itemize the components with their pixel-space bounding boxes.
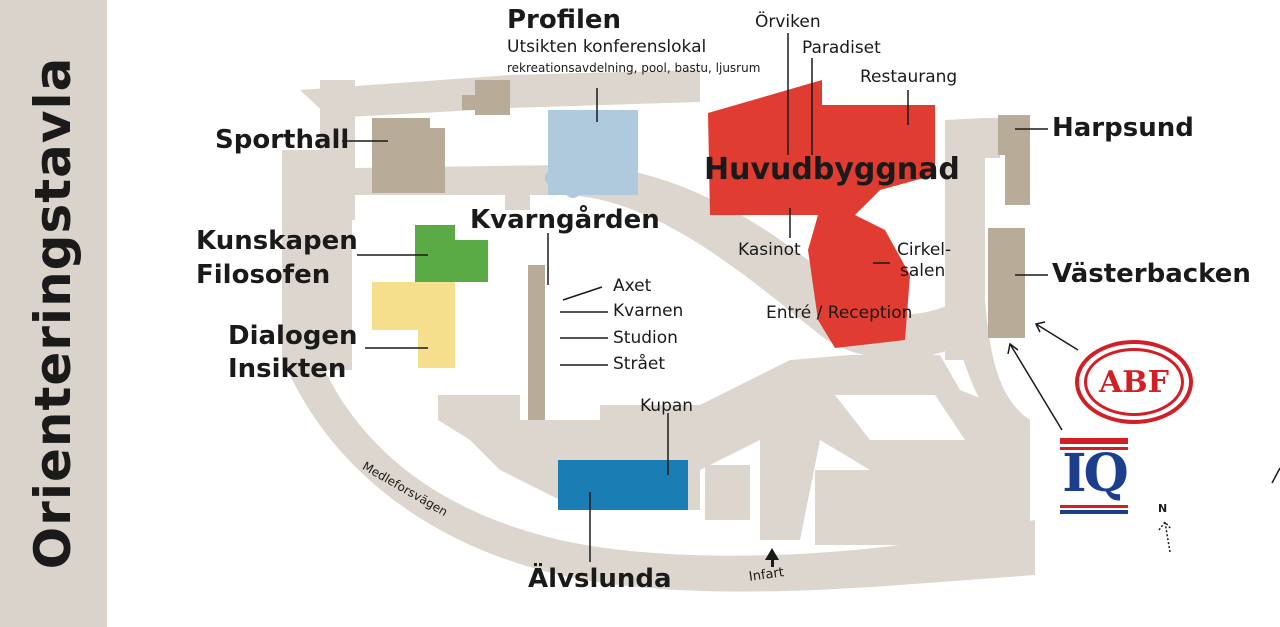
lawn-islands bbox=[835, 395, 965, 440]
building-sporthall bbox=[372, 118, 445, 193]
road-west-block bbox=[282, 150, 352, 370]
label-profilen: Profilen bbox=[507, 5, 622, 35]
road-center-spur bbox=[760, 440, 820, 540]
logo-arrows bbox=[1007, 321, 1280, 484]
label-profilen-line2: rekreationsavdelning, pool, bastu, ljusr… bbox=[507, 61, 761, 75]
abf-logo-text: ABF bbox=[1084, 348, 1184, 416]
building-small-north-2 bbox=[475, 80, 510, 115]
compass-shaft bbox=[1164, 521, 1171, 553]
arrow-edge bbox=[1271, 467, 1280, 484]
label-harpsund: Harpsund bbox=[1052, 113, 1194, 143]
label-kvarngarden: Kvarngården bbox=[470, 205, 660, 235]
iq-logo-text: IQ bbox=[1062, 443, 1129, 504]
label-kvarnen: Kvarnen bbox=[613, 301, 684, 321]
building-dialogen bbox=[372, 282, 455, 368]
building-kvarngarden-main bbox=[528, 265, 545, 420]
building-small-north bbox=[462, 95, 477, 110]
label-straet: Strået bbox=[613, 354, 665, 374]
infart-arrow bbox=[765, 548, 779, 567]
road-kvarngarden-ring bbox=[352, 164, 960, 359]
line-axet bbox=[562, 286, 603, 301]
label-studion: Studion bbox=[613, 328, 678, 348]
compass-head bbox=[1158, 520, 1172, 531]
building-profilen bbox=[545, 110, 638, 198]
label-kasinot: Kasinot bbox=[738, 240, 801, 260]
label-alvslunda: Älvslunda bbox=[528, 564, 672, 594]
leader-lines bbox=[342, 33, 1048, 562]
label-paradiset: Paradiset bbox=[802, 38, 881, 58]
label-kunskapen: Kunskapen bbox=[196, 226, 358, 256]
label-vasterbacken: Västerbacken bbox=[1052, 259, 1251, 289]
iq-logo-bar-top-thin bbox=[1060, 447, 1128, 450]
iq-logo-bar-bottom bbox=[1060, 505, 1128, 508]
road-harpsund-stub bbox=[985, 118, 1000, 158]
buildings bbox=[372, 80, 1030, 420]
building-vasterbacken bbox=[988, 228, 1025, 338]
road-south-block bbox=[705, 465, 750, 520]
label-insikten: Insikten bbox=[228, 354, 347, 384]
label-orviken: Örviken bbox=[755, 12, 821, 32]
road-southeast-block bbox=[815, 470, 1030, 545]
label-kupan: Kupan bbox=[640, 396, 694, 416]
label-sporthall: Sporthall bbox=[215, 125, 350, 155]
arrow-abf bbox=[1035, 323, 1079, 351]
building-kunskapen bbox=[415, 225, 488, 282]
arrow-iq-head bbox=[1007, 342, 1019, 355]
road-medleforsvagen bbox=[283, 360, 1035, 592]
profilen-annex-1 bbox=[545, 170, 561, 186]
label-cirkelsalen-2: salen bbox=[900, 261, 946, 281]
road-east-vertical bbox=[945, 118, 985, 360]
iq-logo: IQ bbox=[1060, 438, 1129, 514]
label-restaurang: Restaurang bbox=[860, 67, 958, 87]
infart-arrow-head bbox=[765, 548, 779, 560]
building-huvudbyggnad bbox=[708, 80, 935, 348]
iq-logo-bar-bottom-blue bbox=[1060, 510, 1128, 514]
infart-arrow-shaft bbox=[771, 556, 774, 567]
arrow-iq bbox=[1009, 343, 1063, 431]
compass-north-label: N bbox=[1158, 502, 1168, 515]
profilen-annex-2 bbox=[565, 182, 581, 198]
label-entre-reception: Entré / Reception bbox=[766, 303, 913, 323]
label-profilen-line1: Utsikten konferenslokal bbox=[507, 37, 707, 57]
arrow-abf-head bbox=[1034, 321, 1046, 333]
profilen-shape bbox=[548, 110, 638, 195]
label-dialogen: Dialogen bbox=[228, 321, 358, 351]
label-filosofen: Filosofen bbox=[196, 260, 331, 290]
iq-logo-bar-top bbox=[1060, 438, 1128, 444]
sidebar: Orienteringstavla bbox=[0, 0, 107, 627]
road-east-diagonal bbox=[955, 300, 1030, 455]
label-huvudbyggnad: Huvudbyggnad bbox=[704, 152, 960, 187]
label-axet: Axet bbox=[613, 276, 652, 296]
compass bbox=[1158, 520, 1172, 553]
abf-logo: ABF bbox=[1075, 340, 1193, 424]
label-cirkelsalen-1: Cirkel- bbox=[897, 240, 952, 260]
building-alvslunda bbox=[558, 460, 688, 510]
lawn-island-east bbox=[835, 395, 965, 440]
building-harpsund bbox=[998, 115, 1030, 205]
